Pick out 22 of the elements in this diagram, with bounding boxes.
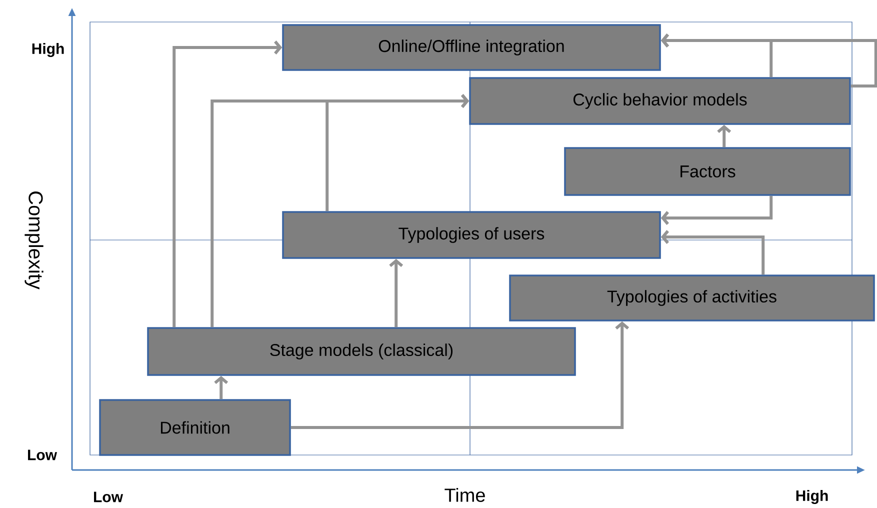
axis-label: High — [796, 490, 828, 504]
arrow — [214, 376, 228, 400]
arrow — [290, 321, 630, 429]
process-box: Typologies of activities — [509, 274, 875, 322]
arrow — [717, 124, 732, 148]
axis-label: Time — [444, 488, 485, 502]
process-box: Factors — [564, 147, 851, 196]
arrow — [389, 258, 404, 328]
arrow — [326, 94, 470, 212]
process-box: Cyclic behavior models — [469, 77, 851, 125]
axis-label: Low — [28, 450, 58, 460]
arrow — [660, 34, 877, 88]
process-box: Online/Offline integration — [282, 24, 661, 71]
arrow — [660, 230, 765, 275]
axis-label: Complexity — [24, 192, 44, 290]
process-box: Typologies of users — [282, 211, 661, 259]
arrow — [172, 40, 282, 328]
axis-label: Low — [94, 492, 124, 502]
process-box: Stage models (classical) — [147, 327, 576, 376]
process-box: Definition — [99, 399, 291, 456]
axis-label: High — [32, 42, 64, 58]
arrow — [660, 196, 773, 225]
